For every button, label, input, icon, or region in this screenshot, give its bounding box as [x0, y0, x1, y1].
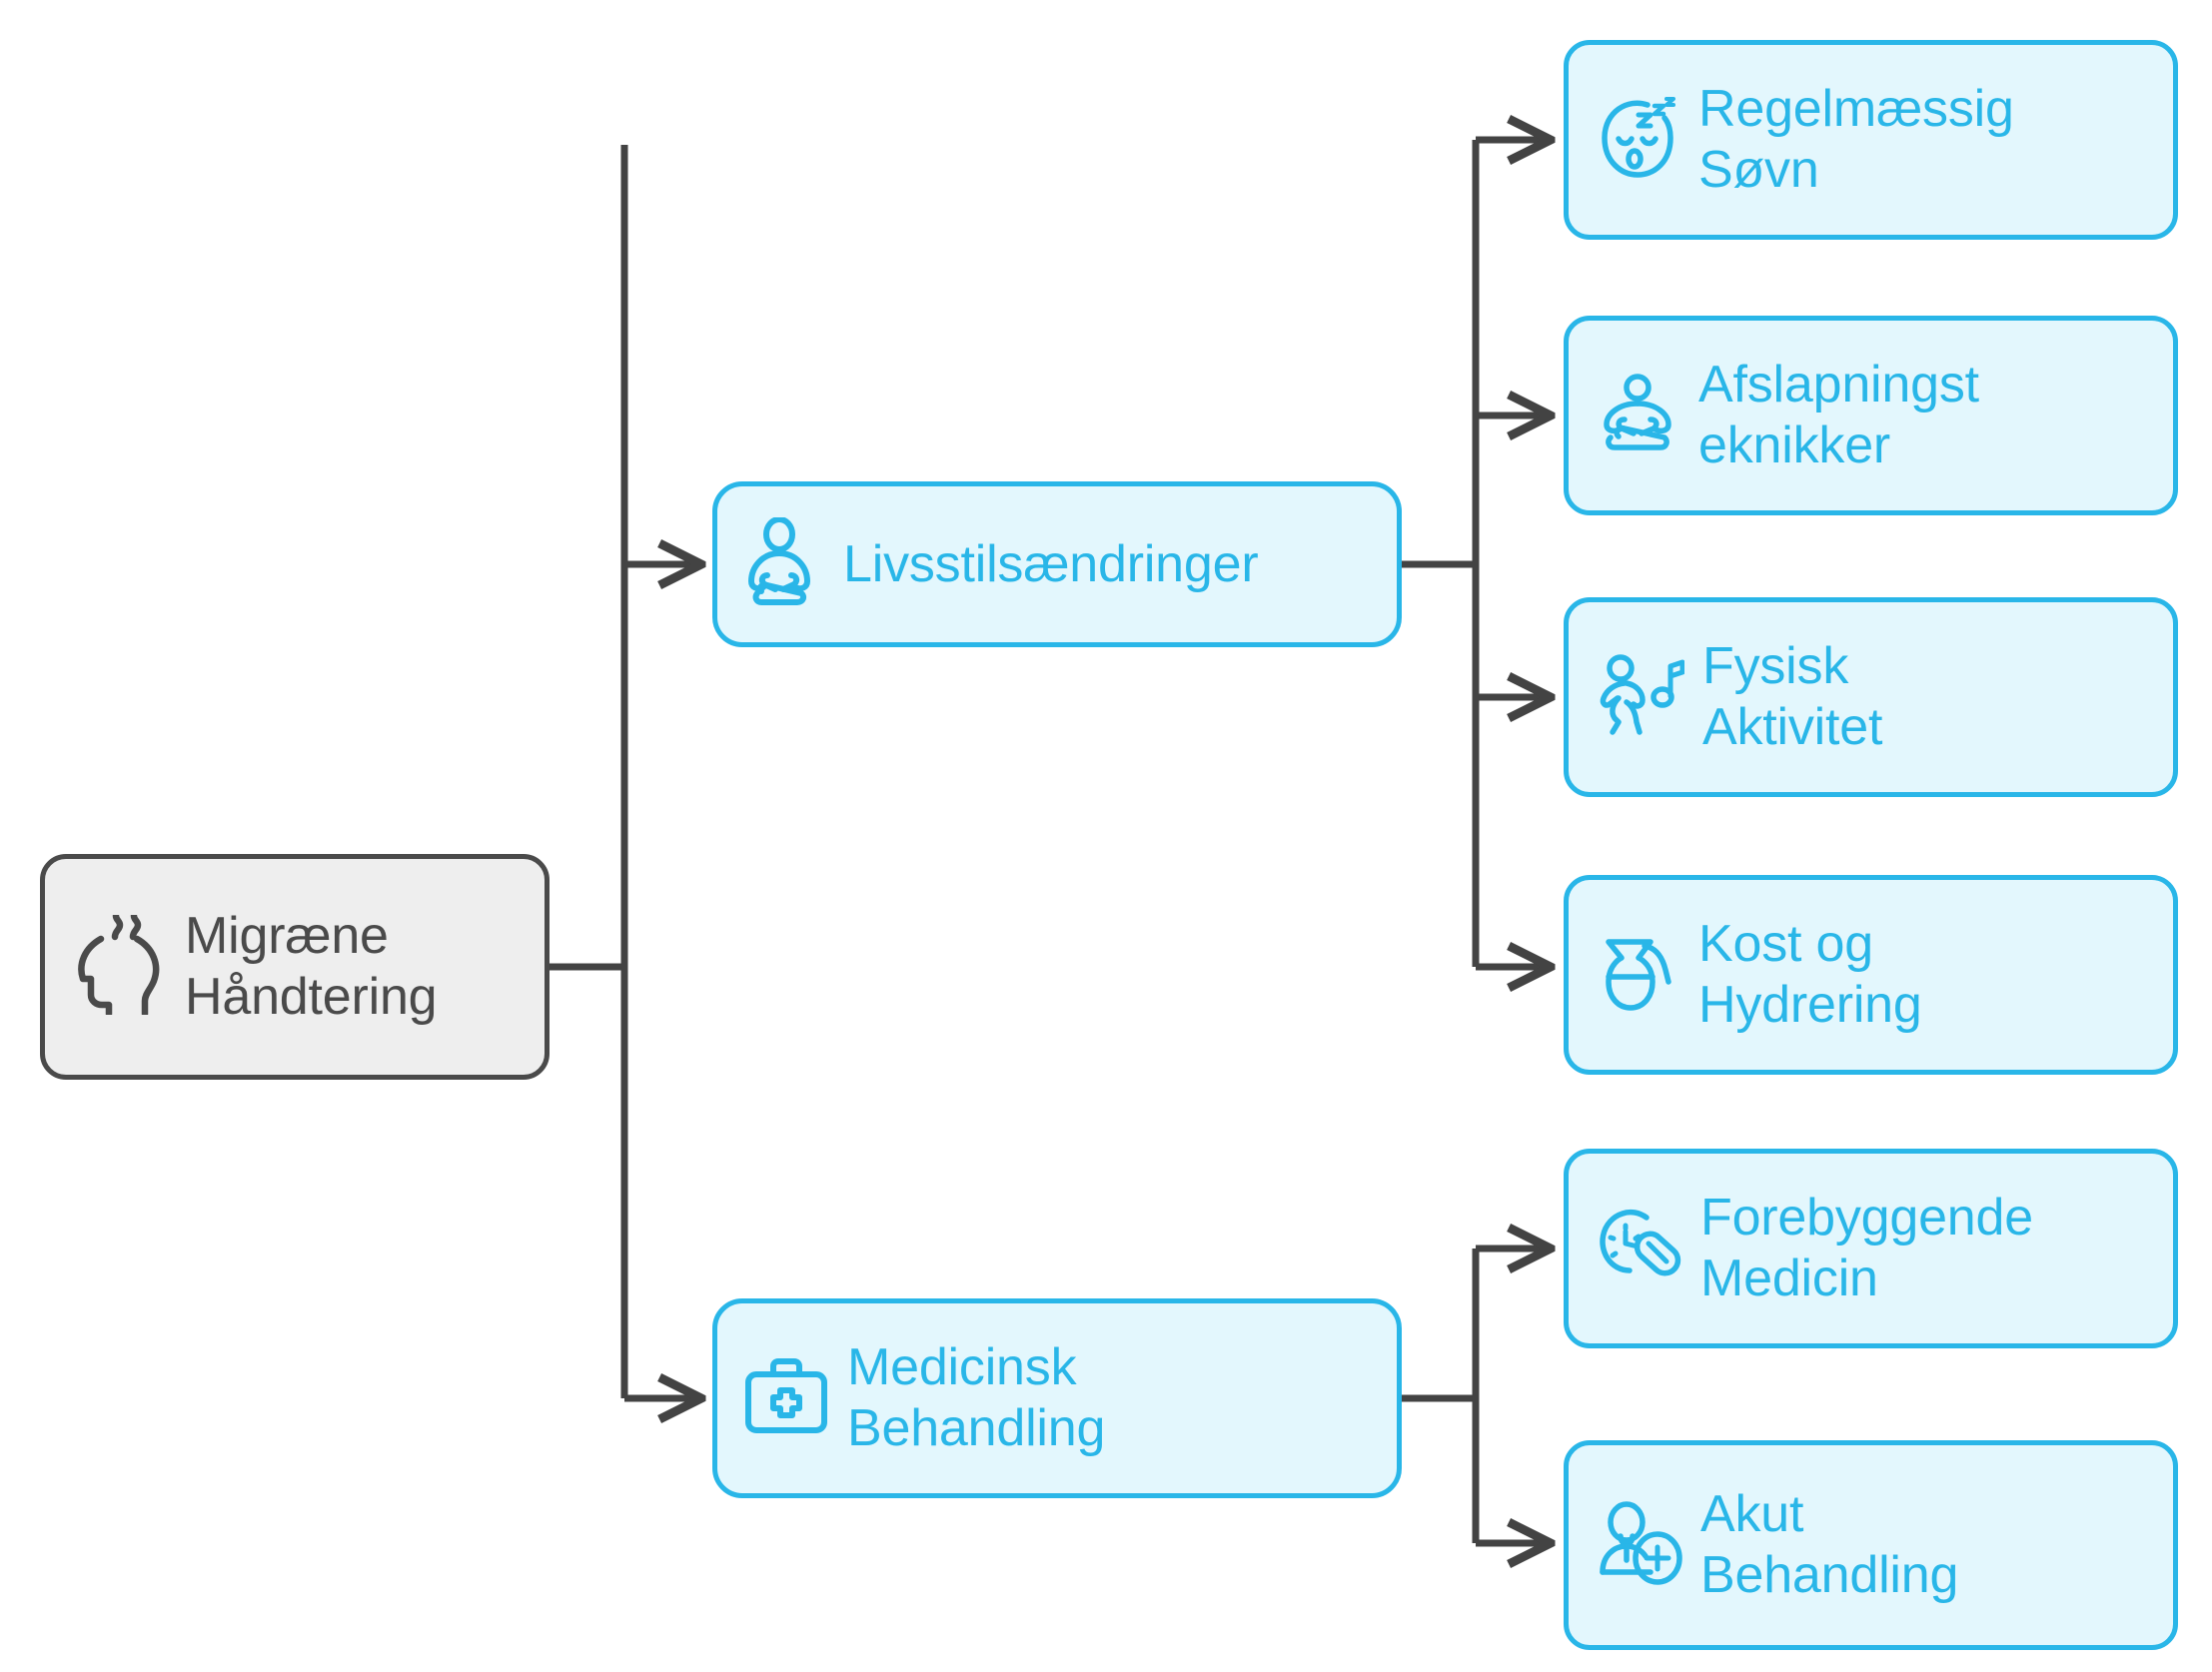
running-person-music-icon: [1595, 652, 1685, 743]
node-leaf-kost-og-hydrering[interactable]: Kost og Hydrering: [1564, 875, 2178, 1075]
head-with-pain-icon: [71, 912, 167, 1020]
node-leaf-fysisk-aktivitet[interactable]: Fysisk Aktivitet: [1564, 597, 2178, 797]
node-leaf-regelmaessig-soevn[interactable]: Regelmæssig Søvn: [1564, 40, 2178, 240]
patient-medical-plus-icon: [1595, 1500, 1682, 1591]
lotus-meditation-icon: [1595, 371, 1680, 461]
node-leaf-forebyggende-medicin[interactable]: Forebyggende Medicin: [1564, 1149, 2178, 1348]
first-aid-kit-icon: [743, 1356, 829, 1441]
node-leaf-label: Forebyggende Medicin: [1700, 1189, 2033, 1307]
node-leaf-label: Kost og Hydrering: [1698, 915, 1922, 1034]
node-branch-label: Medicinsk Behandling: [847, 1338, 1106, 1457]
node-leaf-afslapningsteknikker[interactable]: Afslapningst eknikker: [1564, 316, 2178, 515]
node-branch-label: Livsstilsændringer: [843, 534, 1259, 593]
sleeping-face-icon: [1595, 95, 1680, 186]
node-leaf-akut-behandling[interactable]: Akut Behandling: [1564, 1440, 2178, 1650]
node-root-label: Migræne Håndtering: [185, 907, 438, 1026]
node-root-migraene-haandtering[interactable]: Migræne Håndtering: [40, 854, 550, 1080]
node-leaf-label: Afslapningst eknikker: [1698, 356, 1979, 474]
node-branch-livsstilsaendringer[interactable]: Livsstilsændringer: [712, 481, 1402, 647]
node-leaf-label: Fysisk Aktivitet: [1702, 637, 1883, 756]
meditating-person-icon: [743, 515, 825, 612]
water-pitcher-icon: [1595, 930, 1680, 1021]
node-leaf-label: Regelmæssig Søvn: [1698, 80, 2014, 199]
node-branch-medicinsk-behandling[interactable]: Medicinsk Behandling: [712, 1298, 1402, 1498]
clock-pill-icon: [1595, 1204, 1682, 1294]
node-leaf-label: Akut Behandling: [1700, 1485, 1959, 1604]
